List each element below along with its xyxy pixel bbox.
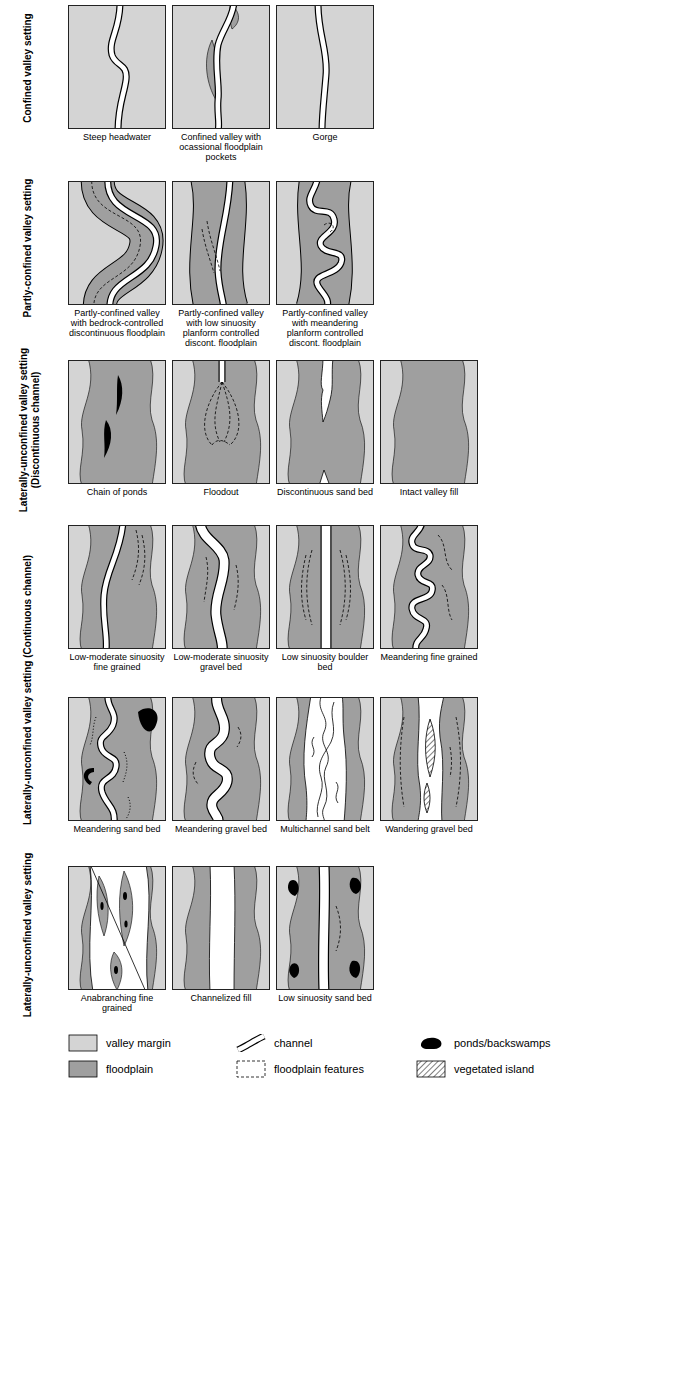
setting-panel: Meandering gravel bed bbox=[172, 697, 270, 821]
setting-panel: Intact valley fill bbox=[380, 360, 478, 484]
panel-caption: Chain of ponds bbox=[67, 487, 167, 497]
setting-panel: Gorge bbox=[276, 5, 374, 129]
setting-panel: Low-moderate sinuosity fine grained bbox=[68, 525, 166, 649]
panel-art bbox=[68, 360, 166, 484]
panel-caption: Discontinuous sand bed bbox=[275, 487, 375, 497]
setting-panel: Anabranching fine grained bbox=[68, 866, 166, 990]
legend-text: floodplain bbox=[106, 1063, 153, 1075]
panel-caption: Multichannel sand belt bbox=[275, 824, 375, 834]
setting-panel: Multichannel sand belt bbox=[276, 697, 374, 821]
panel-art bbox=[172, 181, 270, 305]
panel-caption: Meandering gravel bed bbox=[171, 824, 271, 834]
panel-art bbox=[68, 5, 166, 129]
panel-caption: Anabranching fine grained bbox=[67, 993, 167, 1013]
panel-caption: Intact valley fill bbox=[379, 487, 479, 497]
setting-panel: Confined valley with ocassional floodpla… bbox=[172, 5, 270, 129]
panel-caption: Gorge bbox=[275, 132, 375, 142]
setting-label: Confined valley setting bbox=[22, 13, 34, 122]
panel-art bbox=[276, 525, 374, 649]
setting-label: Laterally-unconfined valley setting bbox=[22, 853, 34, 1017]
panel-caption: Wandering gravel bed bbox=[379, 824, 479, 834]
setting-panel: Partly-confined valley with meandering p… bbox=[276, 181, 374, 305]
panel-caption: Partly-confined valley with low sinuosit… bbox=[171, 308, 271, 348]
panel-art bbox=[68, 181, 166, 305]
legend-swatch bbox=[416, 1060, 446, 1078]
panel-caption: Confined valley with ocassional floodpla… bbox=[171, 132, 271, 162]
legend-item: floodplain bbox=[68, 1060, 153, 1078]
panel-art bbox=[380, 697, 478, 821]
panel-art bbox=[276, 5, 374, 129]
setting-panel: Meandering sand bed bbox=[68, 697, 166, 821]
setting-panel: Meandering fine grained bbox=[380, 525, 478, 649]
legend-text: valley margin bbox=[106, 1037, 171, 1049]
panel-art bbox=[380, 525, 478, 649]
panel-art bbox=[68, 866, 166, 990]
legend-item: channel bbox=[236, 1034, 313, 1052]
legend-text: floodplain features bbox=[274, 1063, 364, 1075]
setting-label: Laterally-unconfined valley setting (Dis… bbox=[18, 332, 42, 528]
setting-panel: Floodout bbox=[172, 360, 270, 484]
setting-panel: Discontinuous sand bed bbox=[276, 360, 374, 484]
panel-art bbox=[172, 360, 270, 484]
setting-panel: Partly-confined valley with bedrock-cont… bbox=[68, 181, 166, 305]
setting-panel: Wandering gravel bed bbox=[380, 697, 478, 821]
setting-label: Laterally-unconfined valley setting (Con… bbox=[22, 555, 34, 825]
panel-art bbox=[68, 697, 166, 821]
setting-label: Partly-confined valley setting bbox=[22, 179, 34, 318]
legend-text: ponds/backswamps bbox=[454, 1037, 551, 1049]
panel-caption: Low sinuosity sand bed bbox=[275, 993, 375, 1003]
setting-panel: Chain of ponds bbox=[68, 360, 166, 484]
legend-item: ponds/backswamps bbox=[416, 1034, 551, 1052]
legend-swatch bbox=[416, 1034, 446, 1052]
panel-caption: Channelized fill bbox=[171, 993, 271, 1003]
legend-text: vegetated island bbox=[454, 1063, 534, 1075]
legend-item: vegetated island bbox=[416, 1060, 534, 1078]
setting-panel: Low sinuosity sand bed bbox=[276, 866, 374, 990]
legend-item: valley margin bbox=[68, 1034, 171, 1052]
legend-swatch bbox=[68, 1034, 98, 1052]
setting-panel: Low-moderate sinuosity gravel bed bbox=[172, 525, 270, 649]
panel-caption: Meandering sand bed bbox=[67, 824, 167, 834]
panel-caption: Steep headwater bbox=[67, 132, 167, 142]
panel-art bbox=[276, 866, 374, 990]
panel-caption: Low sinuosity boulder bed bbox=[275, 652, 375, 672]
legend-swatch bbox=[236, 1034, 266, 1052]
panel-art bbox=[276, 360, 374, 484]
panel-caption: Partly-confined valley with bedrock-cont… bbox=[67, 308, 167, 338]
panel-art bbox=[172, 697, 270, 821]
panel-caption: Floodout bbox=[171, 487, 271, 497]
legend-swatch bbox=[236, 1060, 266, 1078]
panel-art bbox=[172, 866, 270, 990]
setting-panel: Low sinuosity boulder bed bbox=[276, 525, 374, 649]
panel-art bbox=[276, 181, 374, 305]
legend-text: channel bbox=[274, 1037, 313, 1049]
panel-caption: Low-moderate sinuosity gravel bed bbox=[171, 652, 271, 672]
setting-panel: Channelized fill bbox=[172, 866, 270, 990]
legend-swatch bbox=[68, 1060, 98, 1078]
panel-caption: Meandering fine grained bbox=[379, 652, 479, 662]
panel-art bbox=[172, 5, 270, 129]
legend-item: floodplain features bbox=[236, 1060, 364, 1078]
panel-caption: Low-moderate sinuosity fine grained bbox=[67, 652, 167, 672]
setting-panel: Steep headwater bbox=[68, 5, 166, 129]
panel-caption: Partly-confined valley with meandering p… bbox=[275, 308, 375, 348]
panel-art bbox=[276, 697, 374, 821]
panel-art bbox=[172, 525, 270, 649]
panel-art bbox=[68, 525, 166, 649]
panel-art bbox=[380, 360, 478, 484]
setting-panel: Partly-confined valley with low sinuosit… bbox=[172, 181, 270, 305]
